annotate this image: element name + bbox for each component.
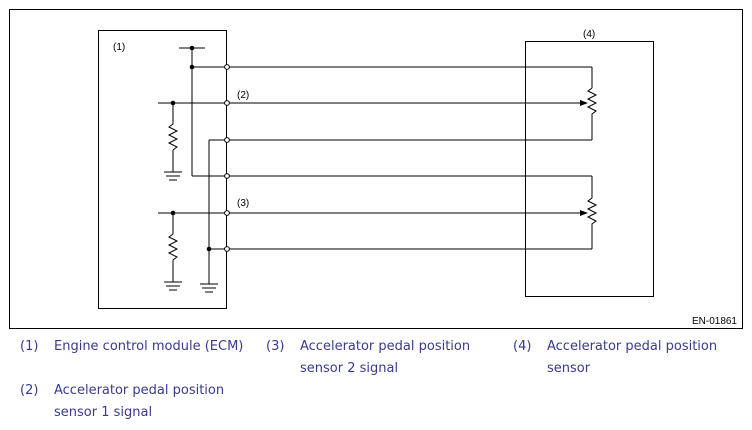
legend-item-4: (4) Accelerator pedal position sensor <box>513 336 749 380</box>
wiper-arrows <box>580 100 588 216</box>
legend-text: sensor 2 signal <box>300 361 399 376</box>
legend-text: Accelerator pedal position <box>547 339 718 354</box>
legend-number: (3) <box>266 339 285 354</box>
pedal-sensor-box <box>525 41 654 297</box>
legend-item-2: (2) Accelerator pedal position sensor 1 … <box>20 380 260 424</box>
legend-text: Accelerator pedal position <box>54 383 225 398</box>
diagram-frame <box>9 9 743 329</box>
pedal-sensor-label: (4) <box>583 29 595 40</box>
diagram-code: EN-01861 <box>692 316 737 327</box>
wiring <box>158 47 598 284</box>
ecm-label: (1) <box>113 42 125 53</box>
wiring-diagram: (1) (4) <box>9 9 743 329</box>
junction-dots <box>170 45 212 252</box>
legend-number: (4) <box>513 339 532 354</box>
legend-text: Engine control module (ECM) <box>54 339 244 354</box>
signal1-label: (2) <box>237 90 249 101</box>
legend-number: (1) <box>20 339 39 354</box>
connector-pins <box>224 64 230 252</box>
legend-text: sensor <box>547 361 591 376</box>
legend-number: (2) <box>20 383 39 398</box>
legend-text: Accelerator pedal position <box>300 339 471 354</box>
legend-item-1: (1) Engine control module (ECM) <box>20 336 260 358</box>
signal2-label: (3) <box>237 198 249 209</box>
legend-text: sensor 1 signal <box>54 405 153 420</box>
ground-symbols <box>164 171 218 293</box>
ecm-box <box>98 30 227 309</box>
legend-item-3: (3) Accelerator pedal position sensor 2 … <box>266 336 506 380</box>
